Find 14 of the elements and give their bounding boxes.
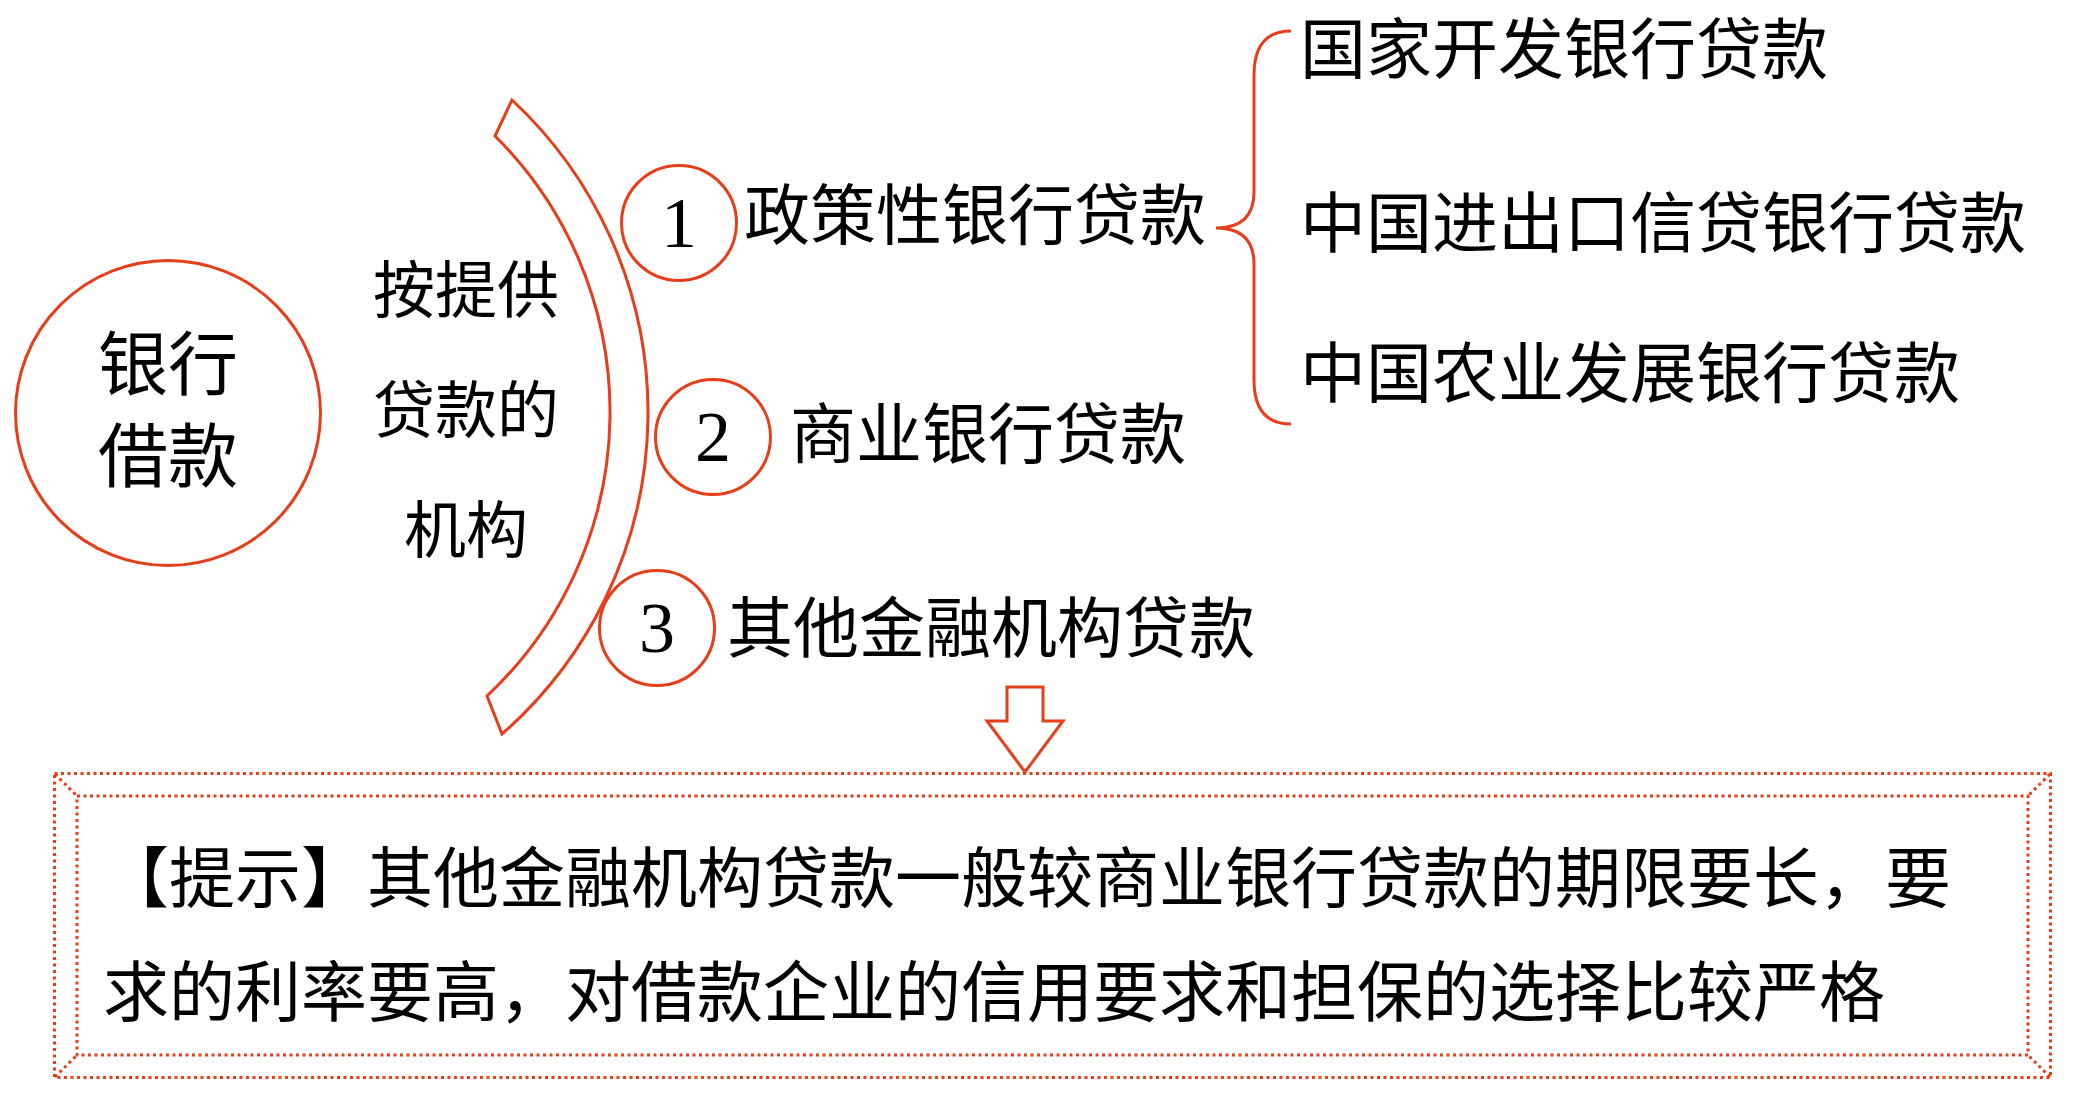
item-text: 中国进出口信贷银行贷款 [1300, 187, 2026, 263]
topic-circle: 银行借款 [14, 259, 322, 567]
block-arrow [984, 685, 1066, 775]
number-circle: 1 [620, 164, 738, 282]
grouping-label: 按提供贷款的机构 [372, 257, 560, 568]
category-text: 商业银行贷款 [790, 398, 1186, 474]
item-text: 国家开发银行贷款 [1300, 13, 1828, 89]
item-text: 中国农业发展银行贷款 [1300, 337, 1960, 413]
note-box [53, 772, 2052, 1079]
category-text: 其他金融机构贷款 [727, 592, 1255, 668]
number-circle: 2 [654, 378, 772, 496]
number-circle: 3 [598, 569, 716, 687]
category-text: 政策性银行贷款 [744, 179, 1206, 255]
note-text: 【提示】其他金融机构贷款一般较商业银行贷款的期限要长，要求的利率要高，对借款企业的信用要求和担保的选择比较严格 [103, 842, 1952, 1032]
